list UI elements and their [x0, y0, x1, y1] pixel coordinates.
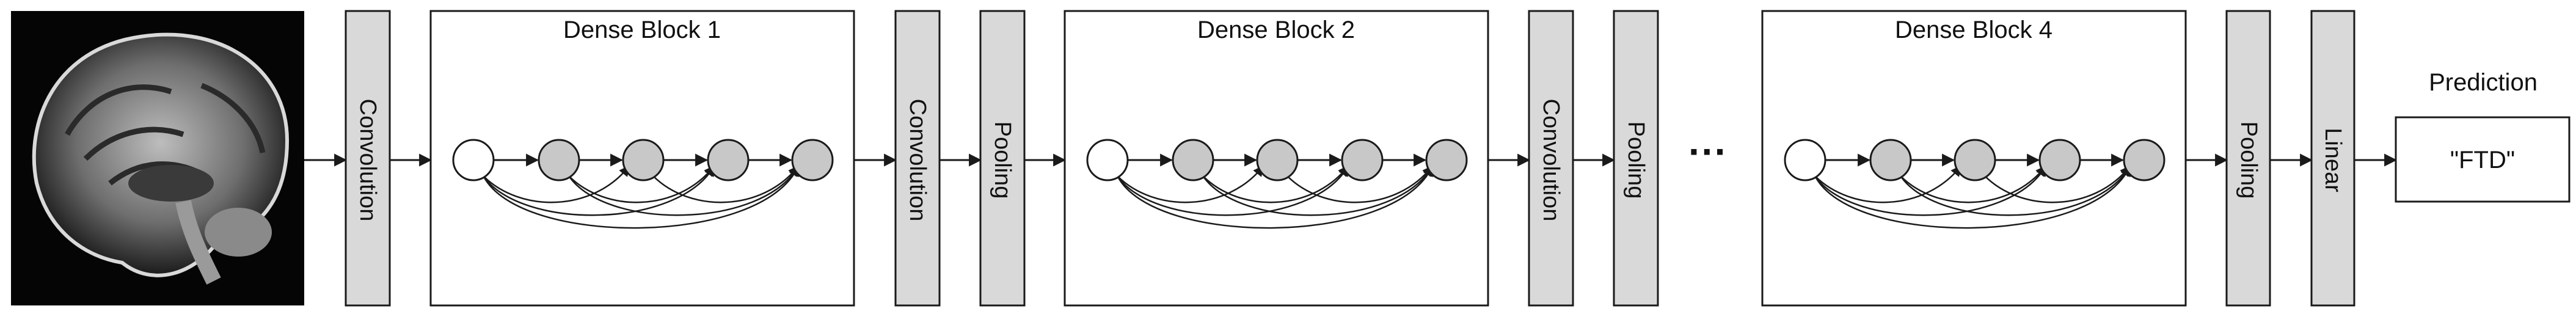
skip-connection-arrow — [483, 165, 715, 216]
conv-layer-3: Convolution — [1528, 10, 1574, 307]
dense-block-2: Dense Block 2 — [1064, 10, 1489, 307]
feature-node — [2038, 139, 2081, 181]
feature-node — [1425, 139, 1468, 181]
skip-connection-arrow — [1900, 165, 2131, 216]
input-node — [452, 139, 495, 181]
conv-layer-1: Convolution — [345, 10, 391, 307]
ellipsis: ··· — [1688, 130, 1728, 173]
feature-node — [791, 139, 834, 181]
feature-node — [622, 139, 665, 181]
pool-layer-final-label: Pooling — [2236, 122, 2261, 199]
input-node — [1086, 139, 1129, 181]
skip-connection-arrow — [652, 165, 799, 203]
pool-layer-1-label: Pooling — [990, 122, 1015, 199]
input-node — [1784, 139, 1826, 181]
dense-block-4-title: Dense Block 4 — [1895, 16, 2052, 43]
mri-brain-image — [11, 11, 304, 305]
feature-node — [707, 139, 750, 181]
skip-connection-arrow — [1286, 165, 1433, 203]
feature-node — [1172, 139, 1214, 181]
pool-layer-2-label: Pooling — [1623, 122, 1649, 199]
skip-connection-arrow — [1117, 165, 1349, 216]
skip-connection-arrow — [483, 165, 630, 203]
skip-connection-arrow — [1117, 165, 1264, 203]
skip-connection-arrow — [1202, 165, 1433, 216]
dense-block-2-title: Dense Block 2 — [1197, 16, 1355, 43]
skip-connection-arrow — [1900, 165, 2046, 203]
dense-block-1-title: Dense Block 1 — [563, 16, 721, 43]
conv-layer-2-label: Convolution — [905, 99, 930, 222]
feature-node — [1954, 139, 1996, 181]
conv-layer-1-label: Convolution — [355, 99, 381, 222]
dense-block-1: Dense Block 1 — [429, 10, 855, 307]
skip-connection-arrow — [1202, 165, 1349, 203]
linear-layer-label: Linear — [2320, 128, 2346, 192]
dense-block-4: Dense Block 4 — [1761, 10, 2187, 307]
skip-connection-arrow — [1814, 165, 2046, 216]
prediction-title: Prediction — [2429, 69, 2538, 96]
skip-connection-arrow — [483, 165, 800, 229]
feature-node — [538, 139, 580, 181]
skip-connection-arrow — [1117, 165, 1434, 229]
conv-layer-3-label: Convolution — [1538, 99, 1564, 222]
feature-node — [1341, 139, 1384, 181]
prediction-box: "FTD" — [2395, 116, 2571, 203]
pool-layer-final: Pooling — [2225, 10, 2271, 307]
feature-node — [1869, 139, 1912, 181]
feature-node — [2123, 139, 2166, 181]
skip-connection-arrow — [568, 165, 799, 216]
pool-layer-1: Pooling — [979, 10, 1026, 307]
skip-connection-arrow — [568, 165, 715, 203]
skip-connection-arrow — [1984, 165, 2131, 203]
linear-layer: Linear — [2310, 10, 2355, 307]
conv-layer-2: Convolution — [894, 10, 941, 307]
prediction-value: "FTD" — [2450, 147, 2515, 173]
feature-node — [1256, 139, 1299, 181]
skip-connection-arrow — [1814, 165, 2131, 229]
skip-connection-arrow — [1814, 165, 1961, 203]
pool-layer-2: Pooling — [1613, 10, 1659, 307]
